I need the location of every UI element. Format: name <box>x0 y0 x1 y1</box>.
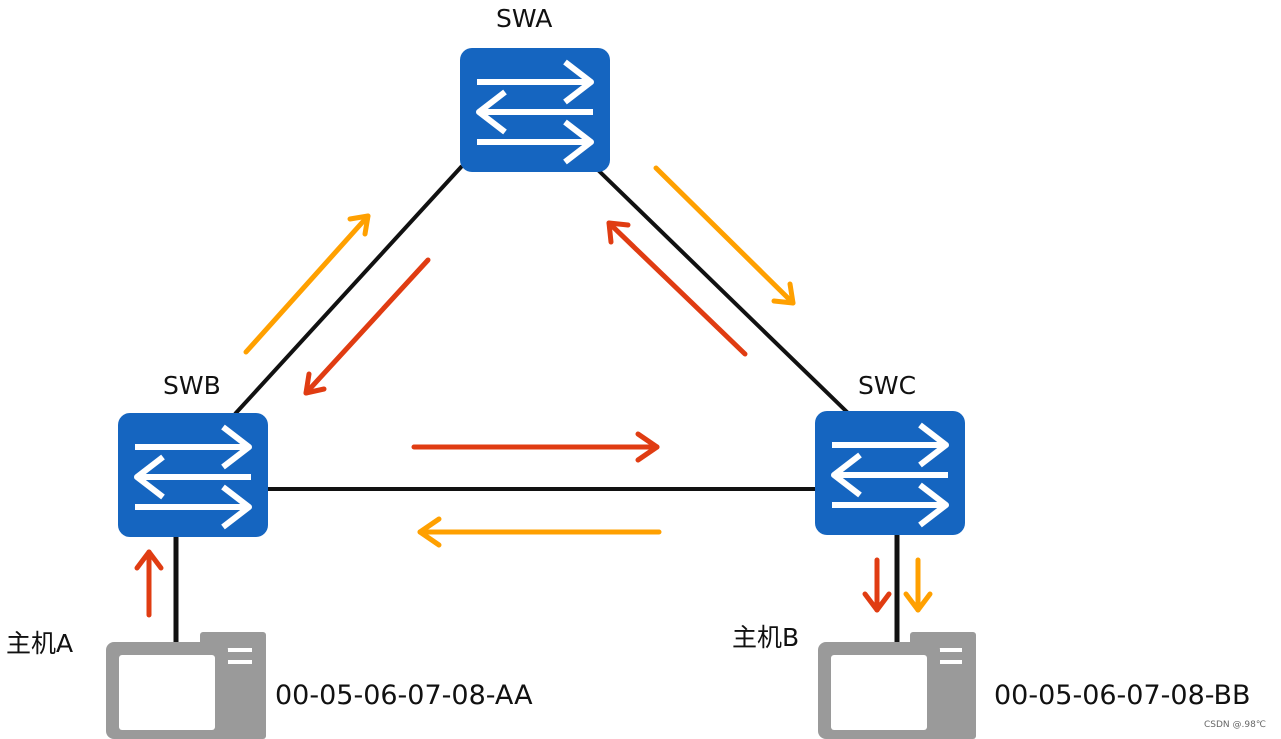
arrow-red-swa-to-swb <box>303 257 431 396</box>
host-a-mac-address: 00-05-06-07-08-AA <box>275 680 533 711</box>
arrow-red-swb-to-swc <box>411 431 660 463</box>
switch-swc[interactable] <box>815 411 965 535</box>
swa-label: SWA <box>496 4 553 33</box>
arrow-red-swc-to-swa <box>606 220 748 357</box>
host-b-computer-icon[interactable] <box>818 632 976 739</box>
swb-label: SWB <box>163 371 221 400</box>
switch-swb[interactable] <box>118 413 268 537</box>
links <box>173 164 900 648</box>
arrow-red-swc-to-host-b <box>862 557 892 613</box>
arrow-orange-swa-to-swc <box>653 165 796 306</box>
arrow-red-host-a-to-swb <box>134 549 164 618</box>
host-b-label: 主机B <box>732 623 800 652</box>
link-swa-swc <box>596 168 850 415</box>
arrow-orange-swb-to-swa <box>243 213 371 355</box>
watermark: CSDN @.98℃ <box>1204 720 1266 730</box>
swc-label: SWC <box>858 371 917 400</box>
link-swa-swb <box>233 164 464 416</box>
host-b-mac-address: 00-05-06-07-08-BB <box>994 680 1251 711</box>
arrow-orange-swc-to-swb <box>417 516 662 548</box>
host-a-computer-icon[interactable] <box>106 632 266 739</box>
traffic-arrows <box>134 165 933 618</box>
arrow-orange-swc-to-host-b <box>903 557 933 613</box>
host-a-label: 主机A <box>6 629 74 658</box>
switch-swa[interactable] <box>460 48 610 172</box>
